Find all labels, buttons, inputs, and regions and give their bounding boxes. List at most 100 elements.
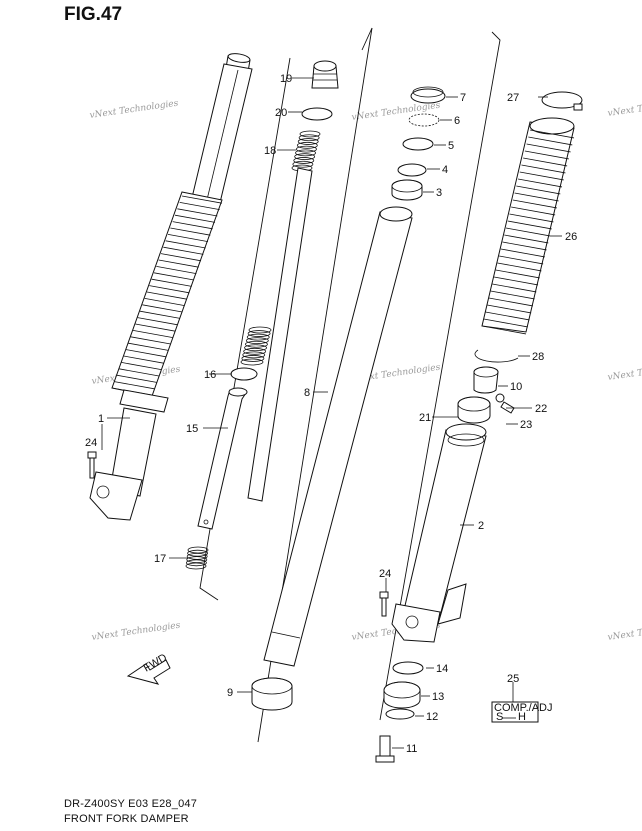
boot-ribs [111, 195, 223, 396]
boot-rib [507, 220, 552, 230]
boot-rib [114, 381, 155, 390]
damper-tube [247, 167, 313, 502]
callout-18: 18 [264, 145, 276, 157]
callout-4: 4 [442, 164, 448, 176]
spring-coil [295, 149, 316, 157]
boot-rib [139, 310, 181, 319]
boot-rib [160, 253, 202, 262]
stopper-ring-6 [408, 113, 440, 127]
o-ring-12 [385, 708, 415, 720]
model-code: DR-Z400SY E03 E28_047 [64, 798, 198, 810]
boot-rib [177, 208, 218, 217]
frame-line-outer-tube [379, 31, 501, 721]
boot-rib [488, 297, 533, 307]
watermark: vNext Technologies [607, 97, 642, 119]
boot-rib [514, 192, 559, 202]
boot-rib [149, 285, 190, 294]
callout-23: 23 [520, 419, 532, 431]
boot-rib [118, 368, 160, 377]
boot-rib [128, 342, 169, 351]
callout-22: 22 [535, 403, 547, 415]
callout-16: 16 [204, 369, 216, 381]
spring-18 [291, 130, 321, 172]
spring-coil [294, 153, 316, 161]
boot-rib [516, 185, 561, 195]
seal-4 [397, 163, 427, 177]
clip-28 [474, 349, 519, 363]
boot-rib [524, 150, 569, 160]
boot-rib [123, 355, 164, 364]
spring-coil [186, 553, 208, 560]
callout-15: 15 [186, 423, 198, 435]
boot-rib [521, 164, 566, 174]
boot-rib [490, 290, 535, 300]
callout-6: 6 [454, 115, 460, 127]
spring-coil [187, 546, 209, 554]
boot-rib [144, 298, 185, 306]
adjuster-13 [383, 681, 421, 709]
spring-coil [185, 559, 207, 567]
collar-16 [230, 367, 258, 381]
boot-rib [146, 291, 188, 300]
boot-rib [528, 136, 573, 146]
boot-rib [487, 304, 532, 314]
callout-20: 20 [275, 107, 287, 119]
axle-bracket-right [391, 603, 441, 643]
bushing-7 [410, 88, 446, 104]
boot-rib [181, 195, 223, 204]
callout-2: 2 [478, 520, 484, 532]
frame-line-damper [199, 57, 291, 601]
boot-rib [492, 283, 537, 293]
inner-tube-group [251, 86, 446, 711]
boot-rib [153, 272, 195, 281]
watermark: vNext Technologies [91, 621, 181, 643]
fwd-arrow-icon [126, 659, 171, 685]
watermark: vNext Technologies [89, 99, 179, 121]
boot-rib [512, 199, 557, 209]
watermark: vNext Technologies [351, 101, 441, 123]
boot-rib [179, 202, 220, 210]
callout-27: 27 [507, 92, 519, 104]
boot-rib [170, 227, 211, 236]
damper-rod-group [185, 60, 339, 570]
boot-rib [483, 318, 528, 328]
boot-rib [509, 213, 554, 223]
boot-rib [163, 246, 204, 255]
boot-rib [156, 266, 197, 274]
callout-17: 17 [154, 553, 166, 565]
washer-5 [402, 137, 434, 151]
boot-rib [505, 227, 551, 237]
spring-coil [187, 549, 209, 557]
callout-28: 28 [532, 351, 544, 363]
boot-rib [116, 374, 157, 383]
spring-18-lower [240, 326, 272, 366]
boot-rib [172, 221, 213, 230]
spring-coil [293, 157, 315, 164]
boot-rib [167, 234, 209, 242]
fork-cap-top [227, 53, 251, 63]
callout-26: 26 [565, 231, 577, 243]
boot-rib [135, 323, 176, 332]
boot-rib [137, 317, 178, 326]
boot-rib [125, 349, 167, 358]
boot-rib [517, 178, 563, 188]
boot-rib [481, 325, 527, 335]
callout-7: 7 [460, 92, 466, 104]
boot-rib [130, 336, 171, 345]
o-ring-14 [392, 661, 424, 675]
callout-19: 19 [280, 73, 292, 85]
spring-coil [241, 355, 265, 362]
boot-rib [526, 143, 571, 153]
boot-rib [493, 276, 539, 286]
spring-coil [240, 358, 264, 366]
watermark: vNext Technologies [607, 621, 642, 643]
spring-coil [244, 344, 267, 352]
boot-rib [504, 234, 549, 244]
callout-9: 9 [227, 687, 233, 699]
boot-rib [174, 214, 216, 223]
spring-coil [185, 562, 207, 570]
spring-coil [297, 138, 319, 145]
bolt-22 [500, 401, 515, 414]
label-25-box: COMP./ADJ S H [491, 701, 552, 723]
inner-tube-upper [189, 63, 253, 212]
